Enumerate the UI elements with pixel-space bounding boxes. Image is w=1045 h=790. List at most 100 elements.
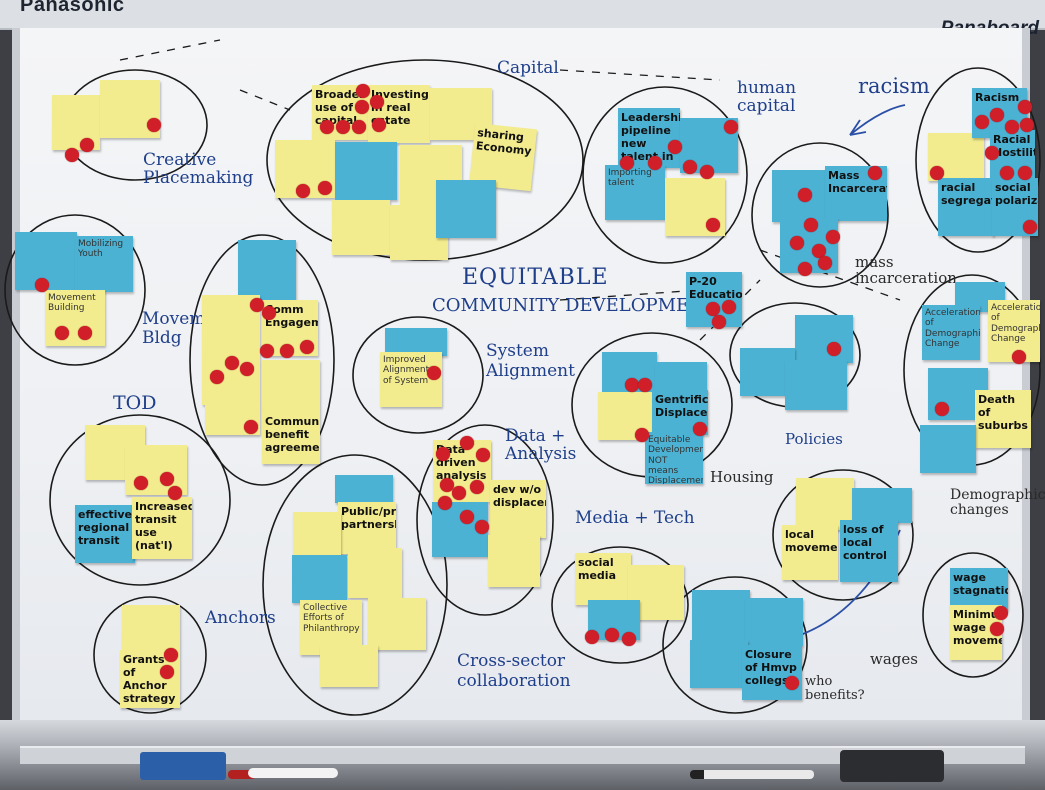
sticky-social-media: social media (575, 553, 631, 605)
red-dot (352, 120, 366, 134)
red-dot (55, 326, 69, 340)
red-dot (160, 665, 174, 679)
red-dot (635, 428, 649, 442)
red-dot (827, 342, 841, 356)
red-dot (798, 262, 812, 276)
red-dot (1018, 100, 1032, 114)
label-equitable: EQUITABLE (462, 265, 609, 290)
red-dot (622, 632, 636, 646)
red-dot (648, 156, 662, 170)
red-dot (147, 118, 161, 132)
label-creative-placemaking: Creative Placemaking (143, 150, 254, 188)
red-dot (1020, 118, 1034, 132)
sticky-note (348, 548, 402, 598)
red-dot (812, 244, 826, 258)
red-dot (470, 480, 484, 494)
red-dot (798, 188, 812, 202)
label-cross-sector: Cross-sector collaboration (457, 651, 571, 691)
label-racism: racism (858, 74, 930, 98)
ink-circle-system-alignment (352, 316, 484, 434)
sticky-note (335, 142, 397, 200)
red-dot (1000, 166, 1014, 180)
red-dot (975, 115, 989, 129)
label-wages: wages (870, 650, 918, 668)
red-dot (35, 278, 49, 292)
red-dot (826, 230, 840, 244)
ink-circle-racism (915, 67, 1041, 253)
label-housing: Housing (710, 468, 774, 486)
sticky-investing-real-estate: Investing in real estate (368, 85, 430, 143)
black-marker (690, 770, 814, 779)
red-dot (296, 184, 310, 198)
sticky-note (655, 362, 707, 392)
red-dot (706, 302, 720, 316)
ink-circle-comm-engagement (189, 234, 335, 486)
ink-circle-anchors (93, 596, 207, 714)
label-mass-incarceration: mass incarceration (855, 253, 957, 287)
label-data-analysis: Data + Analysis (505, 426, 577, 464)
red-dot (985, 146, 999, 160)
red-dot (250, 298, 264, 312)
red-dot (683, 160, 697, 174)
red-dot (818, 256, 832, 270)
red-dot (994, 606, 1008, 620)
brand-panasonic: Panasonic (20, 0, 125, 16)
red-dot (160, 472, 174, 486)
red-dot (320, 120, 334, 134)
red-dot (700, 165, 714, 179)
sticky-movement-building: Movement Building (45, 290, 105, 346)
red-dot (452, 486, 466, 500)
sticky-note (745, 598, 803, 646)
ink-circle-human-capital (582, 86, 748, 264)
red-dot (625, 378, 639, 392)
sticky-note (488, 535, 540, 587)
sticky-importing-talent: Importing talent (605, 165, 665, 220)
red-dot (80, 138, 94, 152)
red-dot (790, 236, 804, 250)
white-marker (248, 768, 338, 778)
sticky-note (293, 512, 341, 557)
red-dot (78, 326, 92, 340)
red-dot (620, 156, 634, 170)
ink-arrow-racism (849, 104, 906, 136)
sticky-community-benefit: Community benefit agreements (262, 412, 320, 464)
ink-circle-wages (922, 552, 1024, 678)
red-dot (318, 181, 332, 195)
red-dot (134, 476, 148, 490)
sticky-note (795, 315, 853, 363)
sticky-local-movement: local movement (782, 525, 838, 580)
red-dot (930, 166, 944, 180)
sticky-note (692, 590, 750, 642)
sticky-note (690, 640, 748, 688)
sticky-loss-local-control: loss of local control (840, 520, 898, 582)
sticky-note (368, 598, 426, 650)
label-system-alignment: System Alignment (486, 341, 575, 381)
sticky-closure-hbcu: Closure of Hmvp collegs (742, 645, 802, 700)
label-tod: TOD (113, 392, 157, 414)
red-dot (240, 362, 254, 376)
red-dot (990, 108, 1004, 122)
red-dot (868, 166, 882, 180)
red-dot (706, 218, 720, 232)
red-dot (460, 510, 474, 524)
red-dot (440, 478, 454, 492)
marker-tray-lip (20, 746, 1025, 764)
red-dot (356, 84, 370, 98)
red-dot (168, 486, 182, 500)
ink-circle-local-control (772, 469, 914, 601)
sticky-note (238, 240, 296, 300)
label-capital: Capital (497, 58, 559, 78)
sticky-public-private: Public/private partnership (338, 502, 396, 554)
sticky-increased-transit: Increased transit use (nat'l) (132, 497, 192, 559)
sticky-dev-wo-displacement: dev w/o displacement (490, 480, 546, 538)
red-dot (225, 356, 239, 370)
ink-circle-capital (266, 59, 584, 261)
red-dot (372, 118, 386, 132)
red-dot (210, 370, 224, 384)
red-dot (804, 218, 818, 232)
label-who-benefits: who benefits? (805, 674, 865, 703)
red-dot (668, 140, 682, 154)
red-marker (228, 770, 256, 779)
sticky-acceleration-1: Acceleration of Demographic Change (922, 305, 980, 360)
label-community-development: COMMUNITY DEVELOPMENT (432, 295, 717, 316)
